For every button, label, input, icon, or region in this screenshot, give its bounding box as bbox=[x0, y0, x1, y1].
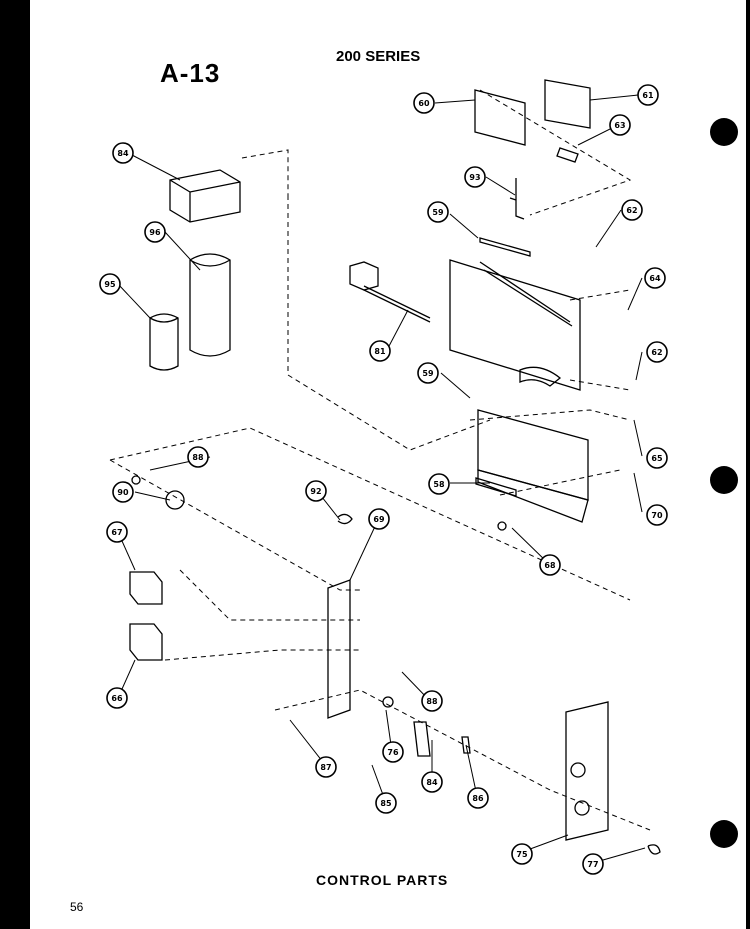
callout-label: 88 bbox=[426, 697, 438, 706]
parts-sheet: A-13 200 SERIES CONTROL PARTS 56 bbox=[30, 0, 746, 929]
callout-93: 93 bbox=[464, 166, 486, 188]
exploded-parts-diagram: 60 61 63 84 93 96 59 62 95 64 81 62 59 65 88 58 70 90 92 69… bbox=[99, 79, 668, 875]
callout-label: 69 bbox=[373, 515, 385, 524]
callout-label: 62 bbox=[651, 348, 662, 357]
callout-87: 87 bbox=[315, 756, 337, 778]
callout-label: 59 bbox=[422, 369, 434, 378]
callout-84: 84 bbox=[421, 771, 443, 793]
callout-96: 96 bbox=[144, 221, 166, 243]
callout-62: 62 bbox=[621, 199, 643, 221]
callout-group: 60 61 63 84 93 96 59 62 95 64 81 62 59 65 88 58 70 90 92 69… bbox=[99, 84, 668, 875]
callout-68: 68 bbox=[539, 554, 561, 576]
callout-label: 59 bbox=[432, 208, 444, 217]
callout-label: 64 bbox=[649, 274, 661, 283]
callout-label: 84 bbox=[117, 149, 129, 158]
callout-61: 61 bbox=[637, 84, 659, 106]
callout-label: 67 bbox=[111, 528, 122, 537]
assembly-lines bbox=[109, 89, 651, 831]
callout-label: 61 bbox=[642, 91, 654, 100]
callout-label: 85 bbox=[380, 799, 392, 808]
callout-62: 62 bbox=[646, 341, 668, 363]
callout-label: 95 bbox=[104, 280, 116, 289]
part-outlines bbox=[129, 79, 661, 855]
callout-84: 84 bbox=[112, 142, 134, 164]
callout-88: 88 bbox=[187, 446, 209, 468]
binder-hole-top bbox=[710, 118, 738, 146]
callout-77: 77 bbox=[582, 853, 604, 875]
callout-label: 75 bbox=[516, 850, 528, 859]
callout-59: 59 bbox=[417, 362, 439, 384]
callout-label: 88 bbox=[192, 453, 204, 462]
callout-label: 76 bbox=[387, 748, 399, 757]
callout-63: 63 bbox=[609, 114, 631, 136]
page-title: A-13 bbox=[160, 58, 221, 88]
callout-label: 84 bbox=[426, 778, 438, 787]
callout-67: 67 bbox=[106, 521, 128, 543]
callout-75: 75 bbox=[511, 843, 533, 865]
callout-label: 68 bbox=[544, 561, 556, 570]
series-label: 200 SERIES bbox=[336, 48, 421, 65]
callout-70: 70 bbox=[646, 504, 668, 526]
callout-label: 77 bbox=[587, 860, 598, 869]
callout-label: 81 bbox=[374, 347, 386, 356]
callout-95: 95 bbox=[99, 273, 121, 295]
callout-65: 65 bbox=[646, 447, 668, 469]
callout-88: 88 bbox=[421, 690, 443, 712]
binder-hole-middle bbox=[710, 466, 738, 494]
callout-label: 93 bbox=[469, 173, 480, 182]
page-number: 56 bbox=[70, 900, 84, 914]
callout-label: 62 bbox=[626, 206, 637, 215]
callout-label: 96 bbox=[149, 228, 161, 237]
callout-label: 66 bbox=[111, 694, 123, 703]
callout-label: 65 bbox=[651, 454, 663, 463]
callout-76: 76 bbox=[382, 741, 404, 763]
binder-hole-bottom bbox=[710, 820, 738, 848]
callout-86: 86 bbox=[467, 787, 489, 809]
callout-90: 90 bbox=[112, 481, 134, 503]
callout-label: 60 bbox=[418, 99, 430, 108]
callout-label: 86 bbox=[472, 794, 484, 803]
callout-label: 87 bbox=[320, 763, 331, 772]
callout-85: 85 bbox=[375, 792, 397, 814]
callout-81: 81 bbox=[369, 340, 391, 362]
callout-label: 63 bbox=[614, 121, 625, 130]
callout-64: 64 bbox=[644, 267, 666, 289]
callout-92: 92 bbox=[305, 480, 327, 502]
callout-label: 70 bbox=[651, 511, 663, 520]
callout-66: 66 bbox=[106, 687, 128, 709]
callout-60: 60 bbox=[413, 92, 435, 114]
callout-69: 69 bbox=[368, 508, 390, 530]
callout-label: 58 bbox=[433, 480, 445, 489]
callout-59: 59 bbox=[427, 201, 449, 223]
callout-label: 92 bbox=[310, 487, 321, 496]
callout-label: 90 bbox=[117, 488, 129, 497]
diagram-caption: CONTROL PARTS bbox=[316, 872, 449, 888]
callout-58: 58 bbox=[428, 473, 450, 495]
